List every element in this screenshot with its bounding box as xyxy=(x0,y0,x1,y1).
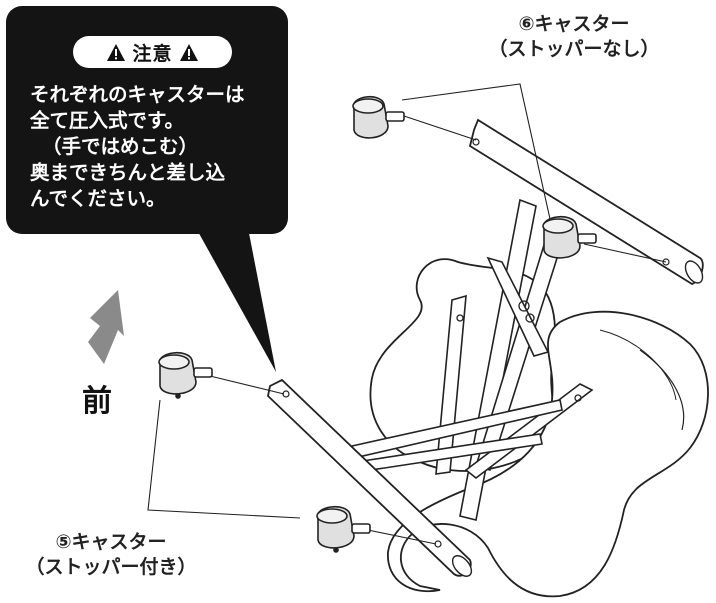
caster-5-note: （ストッパー付き） xyxy=(25,556,197,578)
warning-triangle-icon xyxy=(107,43,126,61)
frame-rail-a xyxy=(459,198,537,521)
caster-6-note: （ストッパーなし） xyxy=(488,38,660,60)
caution-message: それぞれのキャスターは 全て圧入式です。 （手ではめこむ） 奥まできちんと差し込… xyxy=(30,82,290,212)
caster-6-name: ⑥キャスター xyxy=(518,13,630,35)
caution-callout: 注意 それぞれのキャスターは 全て圧入式です。 （手ではめこむ） 奥まできちんと… xyxy=(6,6,288,234)
front-direction-arrow xyxy=(88,290,124,364)
caution-line: んでください。 xyxy=(30,187,166,210)
caster-5-bottom xyxy=(316,506,371,553)
upper-base-bar xyxy=(468,118,704,286)
caution-line: 全て圧入式です。 xyxy=(30,109,185,132)
leader-caster6-a xyxy=(401,83,553,229)
frame-rail-c xyxy=(486,256,550,357)
caution-title: 注意 xyxy=(132,42,173,65)
callout-tail xyxy=(196,228,276,372)
caster-6-top xyxy=(352,96,405,139)
caution-badge: 注意 xyxy=(73,36,232,68)
lower-base-bar xyxy=(267,378,473,577)
caster-5-label: ⑤キャスター （ストッパー付き） xyxy=(4,530,218,580)
warning-triangle-icon xyxy=(179,43,198,61)
caster-5-name: ⑤キャスター xyxy=(55,531,167,553)
caster-6-label: ⑥キャスター （ストッパーなし） xyxy=(474,12,674,62)
caution-line: それぞれのキャスターは xyxy=(30,83,245,106)
caster-5-top xyxy=(158,352,213,399)
caution-line: （手ではめこむ） xyxy=(42,135,199,158)
front-label: 前 xyxy=(82,384,112,419)
caster-6-mid xyxy=(542,216,597,259)
caution-line: 奥まできちんと差し込 xyxy=(30,161,226,184)
leader-caster5-a xyxy=(147,399,301,519)
